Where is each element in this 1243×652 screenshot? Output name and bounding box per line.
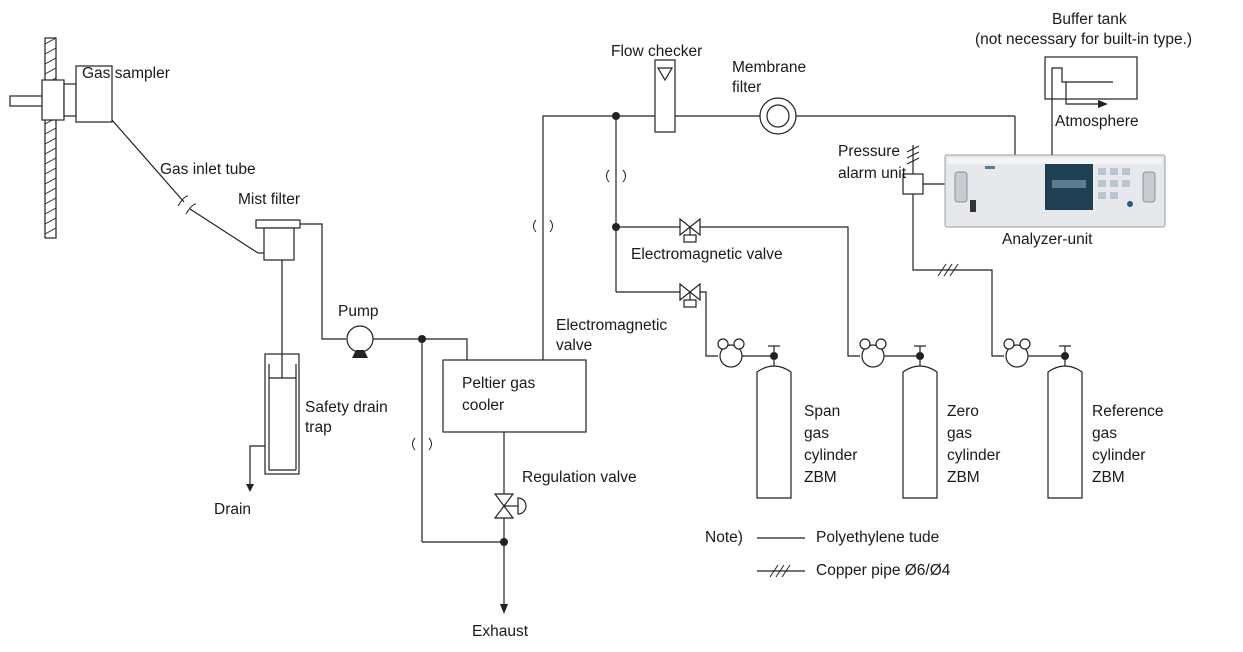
membrane-filter-label-2: filter <box>732 79 762 96</box>
electromagnetic-valve-upper <box>616 217 860 357</box>
electromagnetic-valve-lower <box>616 282 718 357</box>
span-label-3: cylinder <box>804 447 858 464</box>
peltier-label-2: cooler <box>462 397 505 414</box>
buffer-tank-label-2: (not necessary for built-in type.) <box>975 31 1193 48</box>
atmosphere-label: Atmosphere <box>1055 113 1139 130</box>
peltier-cooler <box>442 115 616 494</box>
safety-drain-trap <box>246 353 300 492</box>
gas-inlet-tube <box>111 119 259 254</box>
reference-cylinder <box>912 186 1083 499</box>
gas-sampler-assembly <box>9 37 113 239</box>
electromagnetic-valve-lower-label-1: Electromagnetic <box>556 317 668 334</box>
pressure-alarm-label-1: Pressure <box>838 143 901 160</box>
gas-inlet-tube-label: Gas inlet tube <box>160 161 256 178</box>
membrane-filter-label-1: Membrane <box>732 59 807 76</box>
electromagnetic-valve-lower-label-2: valve <box>556 337 593 354</box>
mist-filter <box>255 219 346 354</box>
analyzer-unit <box>944 154 1166 228</box>
pressure-alarm-unit <box>902 145 945 195</box>
regulation-valve-symbol <box>493 493 527 614</box>
pressure-alarm-label-2: alarm unit <box>838 165 907 182</box>
membrane-filter-symbol <box>759 97 797 135</box>
pump-label: Pump <box>338 303 379 320</box>
sample-header <box>606 112 1016 292</box>
mist-filter-label: Mist filter <box>238 191 300 208</box>
flow-checker-label: Flow checker <box>611 43 703 60</box>
span-label-2: gas <box>804 425 829 442</box>
span-cylinder <box>717 338 792 499</box>
reference-label-4: ZBM <box>1092 469 1125 486</box>
legend <box>757 537 805 578</box>
span-label-4: ZBM <box>804 469 837 486</box>
safety-drain-trap-label-2: trap <box>305 419 332 436</box>
safety-drain-trap-label-1: Safety drain <box>305 399 388 416</box>
note-copper: Copper pipe Ø6/Ø4 <box>816 562 951 579</box>
zero-label-2: gas <box>947 425 972 442</box>
pump-symbol <box>346 325 504 543</box>
reference-label-1: Reference <box>1092 403 1164 420</box>
drain-label: Drain <box>214 501 252 518</box>
reference-label-3: cylinder <box>1092 447 1146 464</box>
note-prefix: Note) <box>705 529 743 546</box>
reference-label-2: gas <box>1092 425 1117 442</box>
buffer-tank-label-1: Buffer tank <box>1052 11 1127 28</box>
exhaust-label: Exhaust <box>472 623 529 640</box>
zero-cylinder <box>859 338 938 499</box>
buffer-tank <box>1044 56 1138 155</box>
regulation-valve-label: Regulation valve <box>522 469 637 486</box>
zero-label-4: ZBM <box>947 469 980 486</box>
zero-label-1: Zero <box>947 403 979 420</box>
gas-sampler-label: Gas sampler <box>82 65 170 82</box>
flow-checker-symbol <box>654 59 676 133</box>
peltier-label-1: Peltier gas <box>462 375 536 392</box>
analyzer-unit-label: Analyzer-unit <box>1002 231 1093 248</box>
note-polyethylene: Polyethylene tude <box>816 529 940 546</box>
span-label-1: Span <box>804 403 841 420</box>
zero-label-3: cylinder <box>947 447 1001 464</box>
electromagnetic-valve-upper-label: Electromagnetic valve <box>631 246 783 263</box>
